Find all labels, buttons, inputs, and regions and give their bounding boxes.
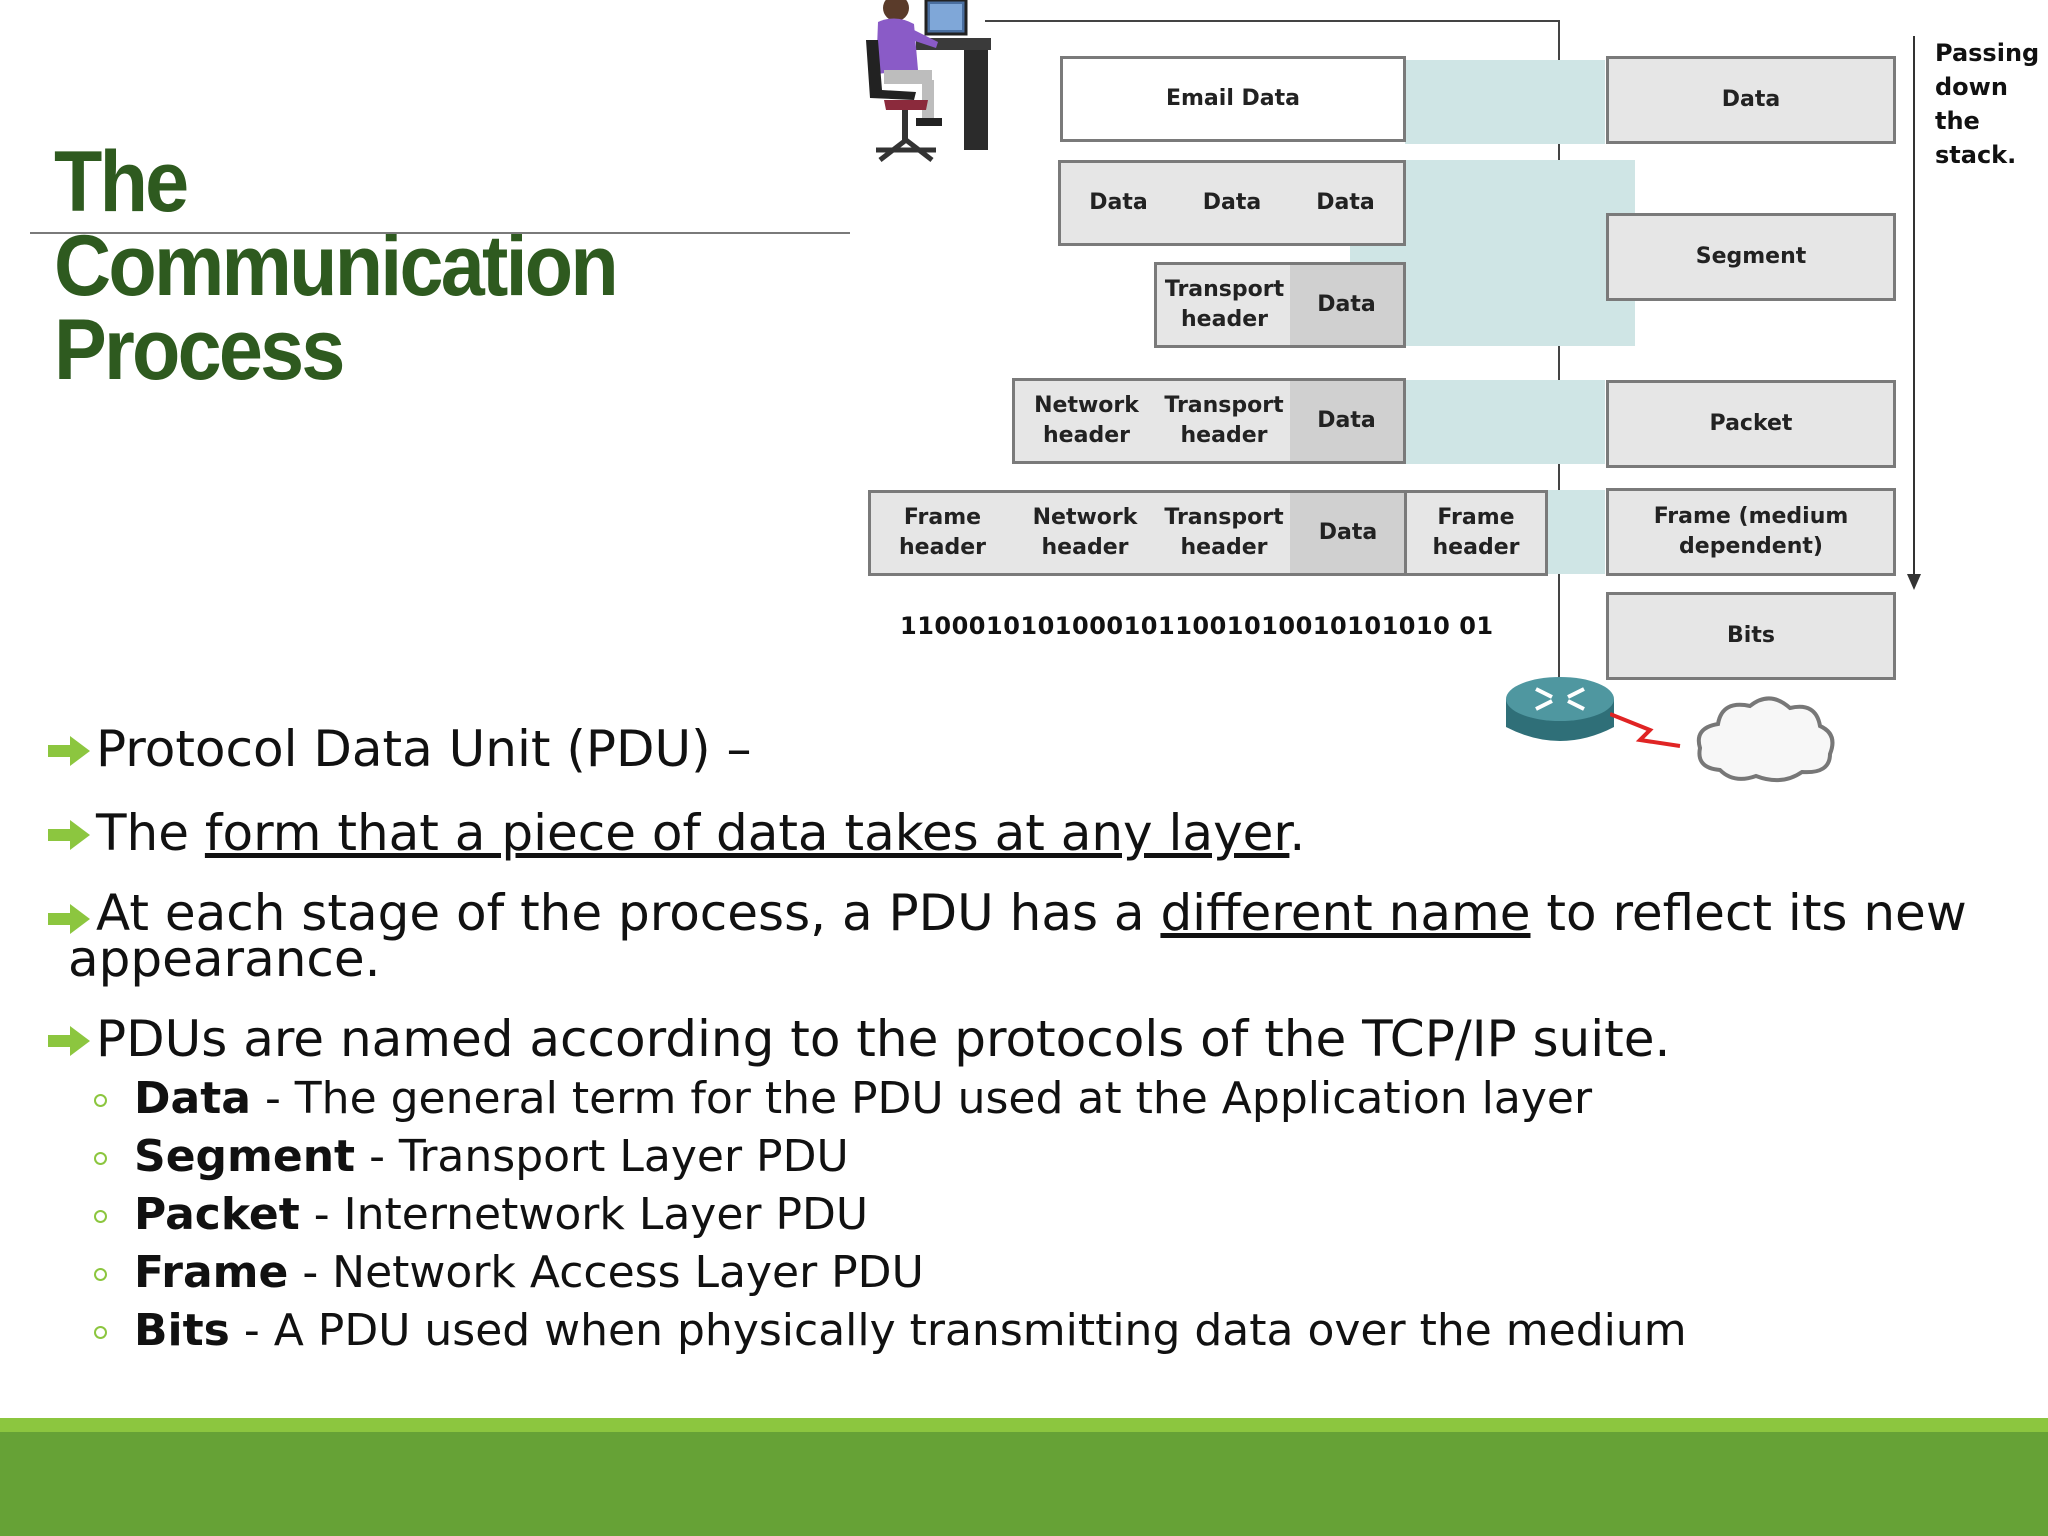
- bullet-pdu-definition: Protocol Data Unit (PDU) –: [48, 722, 2008, 776]
- stack-arrow-head: [1907, 574, 1921, 590]
- network-cable-vertical: [1558, 20, 1560, 685]
- underlined-text: different name: [1160, 884, 1531, 942]
- data-box: Data: [1290, 378, 1406, 464]
- email-data-box: Email Data: [1060, 56, 1406, 142]
- description: - Network Access Layer PDU: [288, 1247, 924, 1298]
- term: Data: [134, 1073, 251, 1124]
- title-line-2: Process: [54, 302, 345, 398]
- band-frame: [1548, 490, 1605, 574]
- bullet-tcpip-naming: PDUs are named according to the protocol…: [48, 1012, 2008, 1066]
- network-cable: [985, 20, 1560, 22]
- description: - The general term for the PDU used at t…: [250, 1073, 1593, 1124]
- frame-trailer-box: Frame header: [1404, 490, 1548, 576]
- circle-bullet-icon: [94, 1326, 107, 1339]
- bullet-list: Protocol Data Unit (PDU) – The form that…: [48, 722, 2008, 1360]
- pdu-label-data: Data: [1606, 56, 1896, 144]
- list-item: Segment - Transport Layer PDU: [48, 1128, 2008, 1186]
- network-header-box: Network header: [1012, 378, 1158, 464]
- network-header-box: Network header: [1012, 490, 1158, 576]
- arrow-bullet-icon: [48, 1026, 90, 1056]
- bullet-text-continued: appearance.: [68, 930, 381, 988]
- pdu-names-list: Data - The general term for the PDU used…: [48, 1070, 2008, 1360]
- description: - Internetwork Layer PDU: [299, 1189, 869, 1240]
- bullet-text: PDUs are named according to the protocol…: [96, 1010, 1671, 1068]
- pdu-label-segment: Segment: [1606, 213, 1896, 301]
- list-item: Packet - Internetwork Layer PDU: [48, 1186, 2008, 1244]
- circle-bullet-icon: [94, 1094, 107, 1107]
- band-packet: [1405, 380, 1605, 464]
- circle-bullet-icon: [94, 1152, 107, 1165]
- bitstream-text: 11000101010001011001010010101010 01: [900, 612, 1494, 640]
- list-item: Frame - Network Access Layer PDU: [48, 1244, 2008, 1302]
- footer-accent-bar: [0, 1418, 2048, 1432]
- list-item: Data - The general term for the PDU used…: [48, 1070, 2008, 1128]
- data-box: Data: [1290, 262, 1406, 348]
- bullet-form: The form that a piece of data takes at a…: [48, 806, 2008, 860]
- pdu-label-packet: Packet: [1606, 380, 1896, 468]
- arrow-bullet-icon: [48, 820, 90, 850]
- term: Frame: [134, 1247, 289, 1298]
- list-item: Bits - A PDU used when physically transm…: [48, 1302, 2008, 1360]
- circle-bullet-icon: [94, 1268, 107, 1281]
- title-line-1: The Communication: [54, 134, 619, 314]
- band-data: [1405, 60, 1605, 144]
- transport-header-box: Transport header: [1156, 490, 1292, 576]
- serial-link-icon: [1610, 712, 1681, 748]
- description: - A PDU used when physically transmittin…: [229, 1305, 1687, 1356]
- arrow-bullet-icon: [48, 904, 90, 934]
- bullet-text: At each stage of the process, a PDU has …: [96, 884, 1161, 942]
- bullet-text: .: [1289, 804, 1306, 862]
- bullet-text: –: [710, 720, 752, 778]
- pdu-label-bits: Bits: [1606, 592, 1896, 680]
- cloud-icon: [1696, 696, 1835, 783]
- slide-title: The Communication Process: [54, 134, 716, 398]
- circle-bullet-icon: [94, 1210, 107, 1223]
- arrow-bullet-icon: [48, 736, 90, 766]
- bullet-text: Protocol Data Unit (PDU): [96, 720, 711, 778]
- title-divider: [30, 232, 850, 234]
- data-chunk-box: Data: [1058, 160, 1176, 246]
- pdu-label-frame: Frame (medium dependent): [1606, 488, 1896, 576]
- transport-header-box: Transport header: [1156, 378, 1292, 464]
- underlined-text: form that a piece of data takes at any l…: [204, 804, 1290, 862]
- person-at-computer-icon: [866, 0, 991, 162]
- data-box: Data: [1290, 490, 1406, 576]
- term: Segment: [134, 1131, 356, 1182]
- passing-down-label: Passing down the stack.: [1935, 39, 2040, 169]
- data-chunk-box: Data: [1288, 160, 1406, 246]
- term: Bits: [134, 1305, 230, 1356]
- description: - Transport Layer PDU: [355, 1131, 849, 1182]
- term: Packet: [134, 1189, 300, 1240]
- router-icon: [1506, 677, 1614, 741]
- footer-bar: [0, 1432, 2048, 1536]
- stack-arrow: [1913, 36, 1915, 581]
- bullet-text: The: [96, 804, 205, 862]
- frame-header-box: Frame header: [868, 490, 1014, 576]
- bullet-text: to reflect its new: [1530, 884, 1967, 942]
- transport-header-box: Transport header: [1154, 262, 1292, 348]
- data-chunk-box: Data: [1174, 160, 1290, 246]
- bullet-different-name: At each stage of the process, a PDU has …: [48, 888, 2008, 988]
